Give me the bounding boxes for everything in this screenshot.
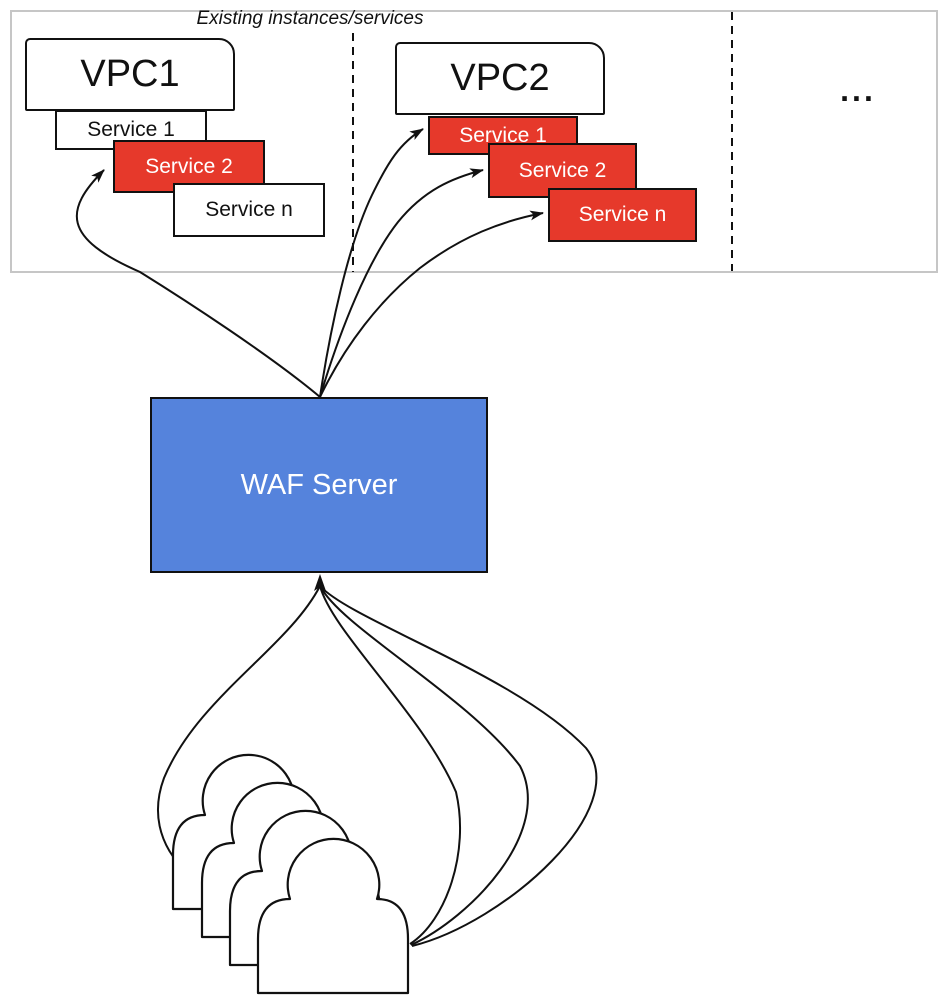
more-vpcs-ellipsis: ...: [840, 72, 876, 108]
users-to-waf-curve-inner-right: [319, 585, 462, 945]
vpc2-box: VPC2: [395, 42, 605, 115]
vpc2-label: VPC2: [450, 57, 550, 99]
vpc1-service-n-box: Service n: [173, 183, 325, 237]
vpc2-service-2-label: Service 2: [518, 158, 607, 182]
vpc2-service-n-label: Service n: [578, 203, 667, 226]
waf-server-box: WAF Server: [150, 397, 488, 573]
vpc2-service-n-box: Service n: [548, 188, 697, 242]
vpc1-service-2-label: Service 2: [145, 154, 233, 178]
users-to-waf-curve-outer-right: [319, 585, 598, 947]
users-to-waf-arrowhead: [314, 574, 326, 591]
vpc2-service-1-label: Service 1: [459, 123, 547, 147]
vpc1-service-1-label: Service 1: [87, 118, 175, 141]
users-to-waf-curve-middle-right: [319, 585, 529, 946]
user-icon-stack: [171, 753, 410, 995]
diagram-title: Existing instances/services: [196, 8, 424, 29]
user-icon: [200, 781, 354, 939]
vpc1-box: VPC1: [25, 38, 235, 111]
vpc1-label: VPC1: [80, 53, 180, 95]
users-to-waf-curve-left: [157, 585, 381, 941]
user-icon: [171, 753, 325, 911]
vpc1-service-n-label: Service n: [205, 198, 293, 221]
user-icon: [228, 809, 382, 967]
user-icon: [256, 837, 410, 995]
waf-server-label: WAF Server: [240, 468, 398, 501]
